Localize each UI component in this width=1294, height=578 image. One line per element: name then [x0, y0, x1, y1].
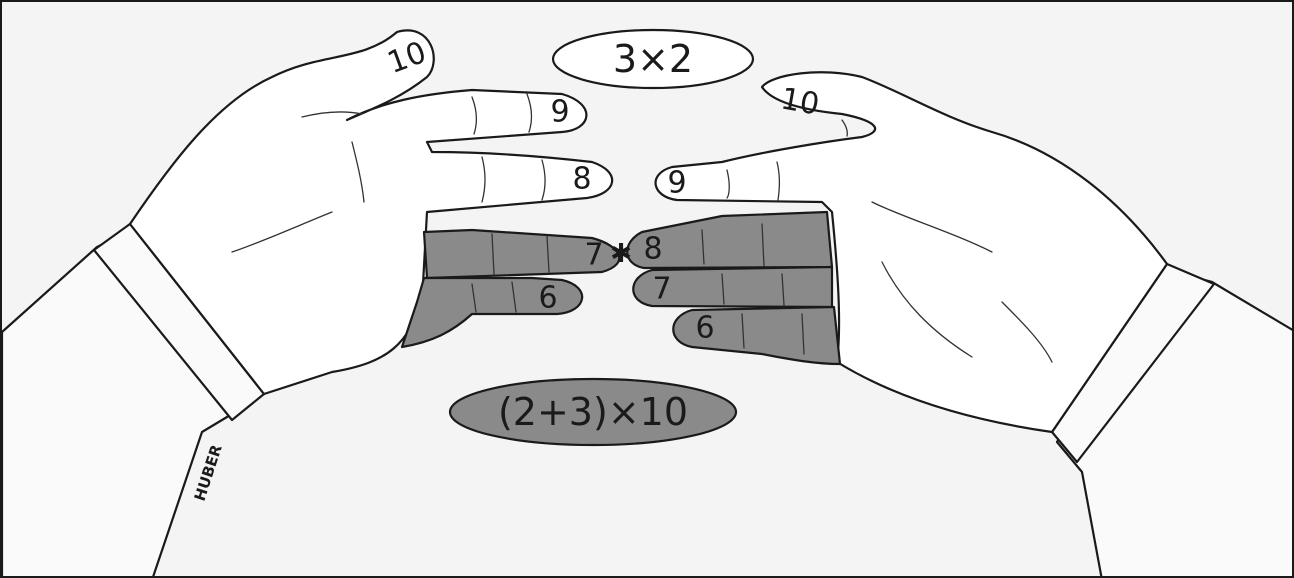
formula-top-text: 3×2: [613, 37, 693, 81]
left-finger-6-label: 6: [538, 281, 557, 316]
left-finger-8-label: 8: [572, 162, 591, 197]
right-hand: [627, 72, 1294, 578]
formula-top: 3×2: [553, 30, 753, 88]
contact-mark: ✱: [610, 239, 632, 269]
right-finger-8-label: 8: [643, 232, 662, 267]
right-finger-9-label: 9: [667, 166, 686, 201]
formula-bottom-text: (2+3)×10: [498, 390, 688, 434]
right-finger-7-label: 7: [652, 272, 671, 307]
left-hand: [2, 30, 619, 578]
left-finger-9-label: 9: [550, 95, 569, 130]
right-finger-6-label: 6: [695, 311, 714, 346]
left-finger-7-label: 7: [584, 238, 603, 273]
formula-bottom: (2+3)×10: [450, 379, 736, 445]
right-finger-10-label: 10: [778, 81, 822, 122]
